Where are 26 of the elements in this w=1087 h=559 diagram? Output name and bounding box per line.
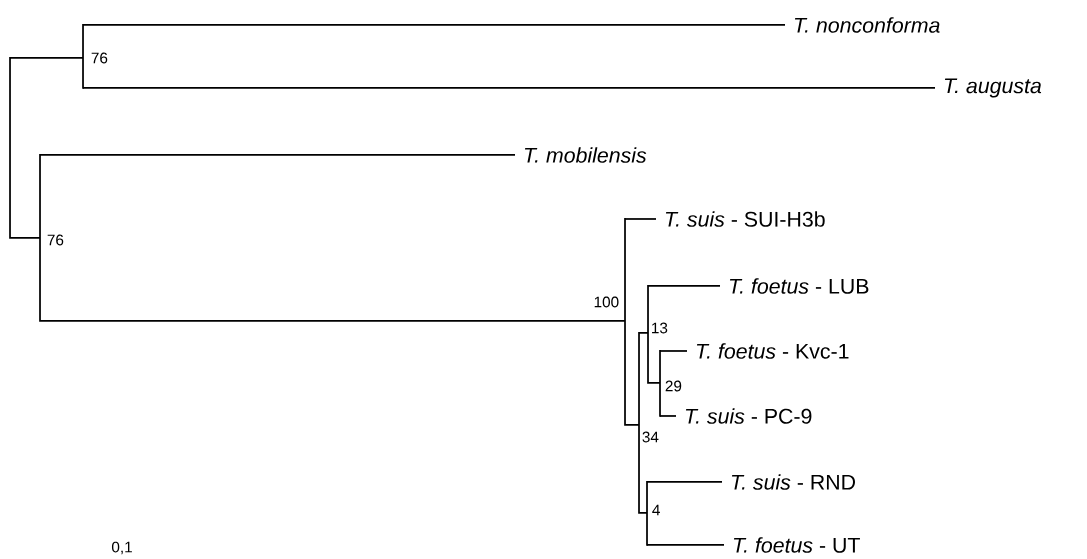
- bootstrap-value: 34: [642, 431, 659, 443]
- scale-value: 0,1: [111, 541, 132, 555]
- branch-line: [659, 350, 688, 352]
- bootstrap-value: 29: [665, 380, 682, 392]
- bootstrap-value: 13: [652, 322, 668, 334]
- branch-line: [659, 415, 677, 417]
- branch-line: [646, 481, 723, 483]
- branch-line: [624, 218, 657, 220]
- branch-line: [82, 24, 786, 26]
- bootstrap-value: 76: [47, 234, 64, 246]
- taxon-label: T. foetus - UT: [733, 537, 860, 553]
- bootstrap-value: 100: [594, 296, 619, 308]
- bootstrap-value: 76: [91, 52, 108, 64]
- taxon-label: T. augusta: [944, 78, 1042, 98]
- taxon-label: T. nonconforma: [794, 17, 940, 33]
- taxon-label: T. suis - RND: [731, 474, 855, 490]
- branch-line: [82, 87, 936, 89]
- branch-line: [646, 544, 725, 546]
- branch-line: [39, 154, 516, 156]
- taxon-label: T. foetus - LUB: [729, 278, 869, 294]
- taxon-label: T. foetus - Kvc-1: [696, 343, 849, 359]
- bootstrap-value: 4: [652, 504, 660, 516]
- branch-line: [647, 285, 721, 287]
- taxon-label: T. suis - SUI-H3b: [665, 211, 825, 227]
- taxon-label: T. mobilensis: [524, 147, 647, 163]
- taxon-label: T. suis - PC-9: [685, 408, 812, 424]
